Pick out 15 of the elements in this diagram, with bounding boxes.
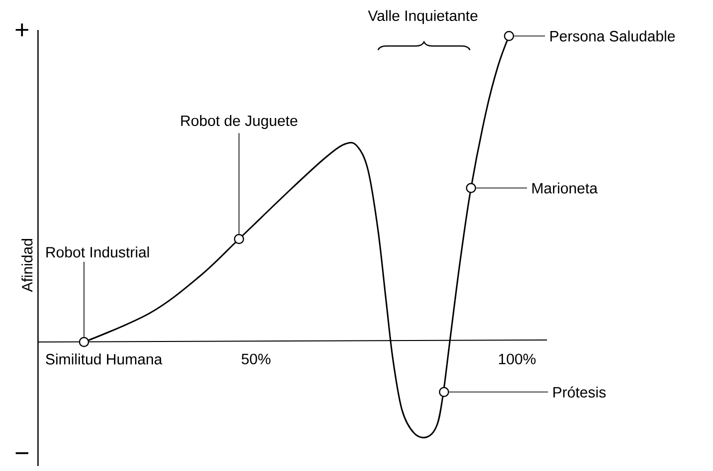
- axis-sign: −: [16, 452, 28, 454]
- point-label: Robot Industrial: [46, 246, 149, 258]
- axis-label: Afinidad: [22, 238, 32, 292]
- data-point: [234, 234, 244, 244]
- data-point: [504, 30, 514, 42]
- tick-label: 50%: [242, 354, 270, 364]
- axis-sign: +: [16, 24, 28, 36]
- point-label: Persona Saludable: [550, 30, 675, 42]
- data-point: [466, 182, 476, 194]
- leader-line: [238, 132, 240, 234]
- data-point: [78, 336, 90, 348]
- point-label: Prótesis: [553, 386, 606, 398]
- point-label: Marioneta: [532, 182, 598, 194]
- point-label: Robot de Juguete: [181, 115, 298, 129]
- data-point: [438, 386, 450, 398]
